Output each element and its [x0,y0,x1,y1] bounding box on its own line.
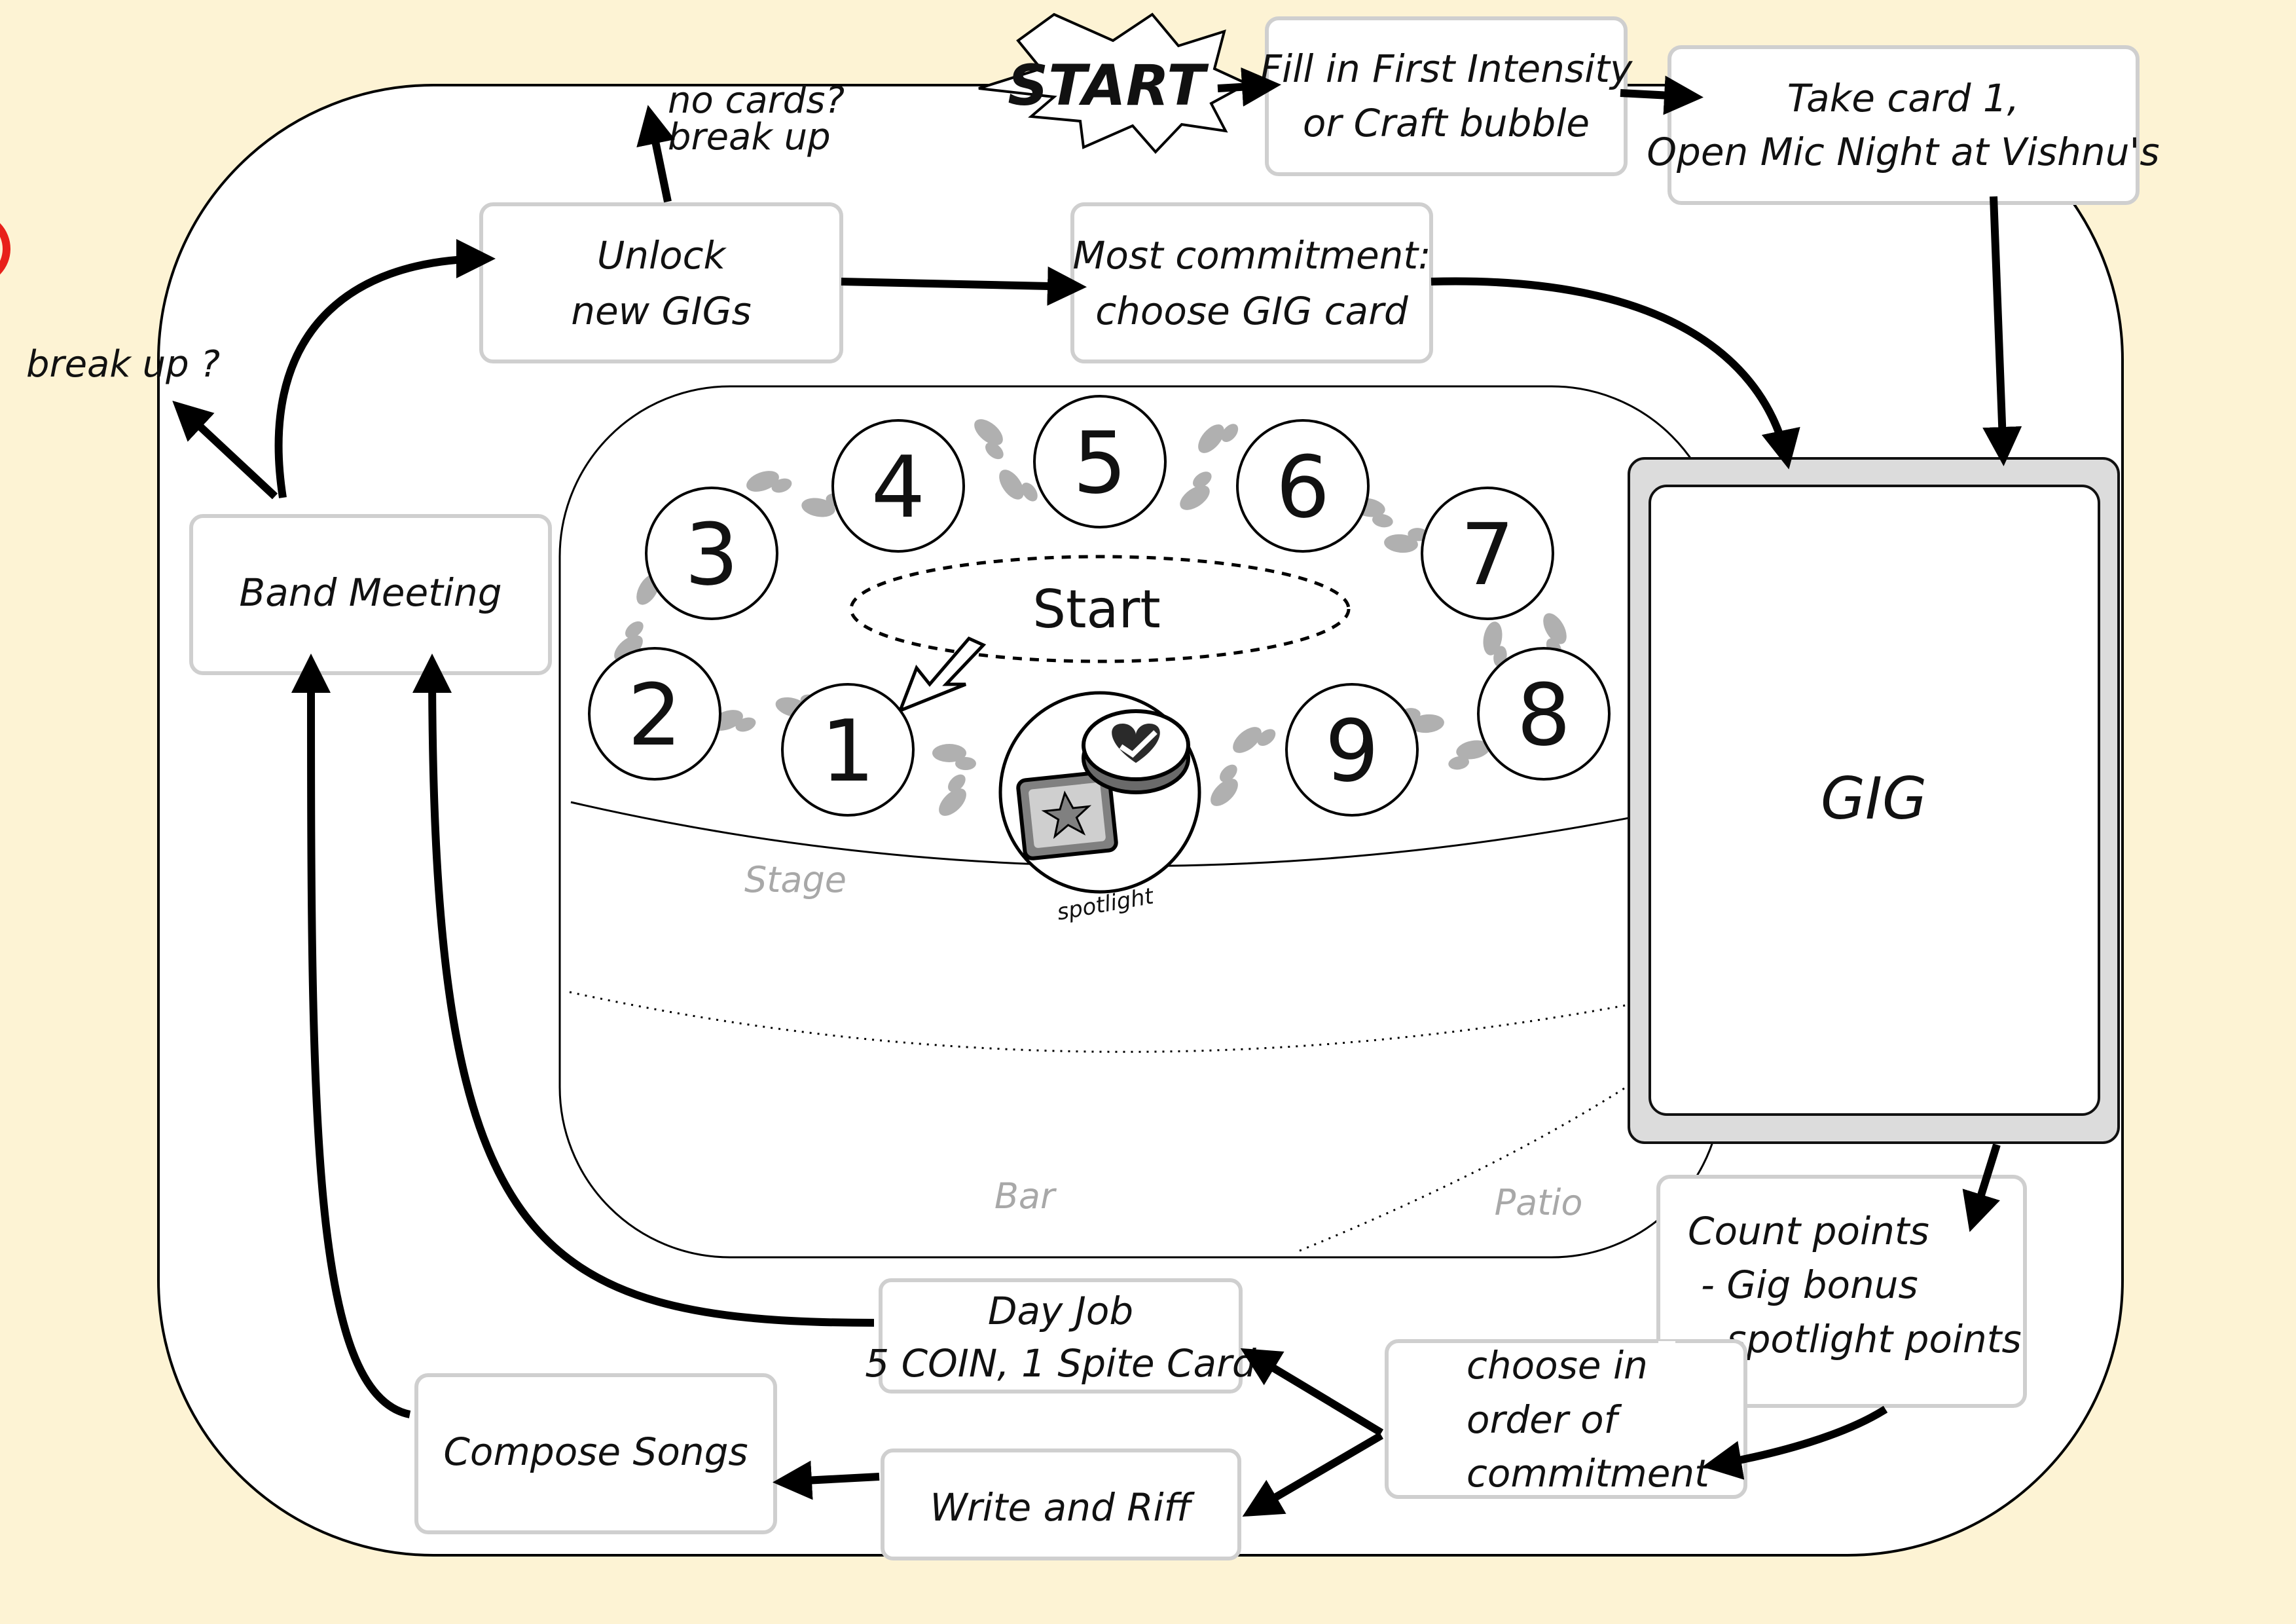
svg-text:Unlock: Unlock [597,233,727,278]
svg-text:Count points: Count points [1688,1209,1929,1253]
svg-text:Fill in First Intensity: Fill in First Intensity [1260,46,1633,91]
star-card-icon [1016,770,1118,860]
svg-text:Take card 1,: Take card 1, [1787,76,2019,120]
svg-text:7: 7 [1461,505,1515,604]
fill-in-box: Fill in First Intensity or Craft bubble [1260,16,1633,176]
space-7: 7 [1421,487,1554,620]
bar-label: Bar [994,1175,1057,1217]
band-meeting-box: Band Meeting [189,514,552,675]
start-oval [849,555,1351,663]
compose-songs-box: Compose Songs [414,1373,777,1534]
start-burst: START [978,12,1250,154]
svg-text:- Gig bonus: - Gig bonus [1701,1263,1918,1307]
stage-label: Stage [744,859,847,900]
most-commitment-box: Most commitment: choose GIG card [1070,202,1433,363]
svg-text:or Craft bubble: or Craft bubble [1303,101,1590,145]
svg-text:Most commitment:: Most commitment: [1072,233,1430,278]
svg-text:5: 5 [1073,413,1127,513]
svg-text:2: 2 [628,665,682,765]
svg-text:Open Mic Night at Vishnu's: Open Mic Night at Vishnu's [1647,130,2159,174]
svg-text:commitment: commitment [1467,1451,1711,1496]
svg-text:no cards?: no cards? [668,79,845,122]
bar-edge [569,987,1709,1053]
svg-text:break up: break up [668,116,831,158]
space-9: 9 [1285,683,1419,817]
svg-text:Write and Riff: Write and Riff [930,1485,1195,1530]
choose-order-box: choose in order of commitment [1385,1339,1747,1499]
patio-label: Patio [1495,1182,1583,1223]
space-3: 3 [645,487,778,620]
svg-text:choose GIG card: choose GIG card [1095,289,1409,333]
svg-text:5 COIN, 1 Spite Card: 5 COIN, 1 Spite Card [865,1341,1257,1386]
svg-text:- spotlight points: - spotlight points [1701,1317,2022,1361]
svg-text:6: 6 [1276,437,1330,537]
svg-text:9: 9 [1325,701,1379,801]
no-cards-label: no cards? break up [668,79,845,158]
start-burst-label: START [1008,53,1209,119]
svg-text:3: 3 [685,505,739,604]
svg-text:8: 8 [1517,665,1571,765]
break-up-label: break up ? [26,343,220,386]
unlock-box: Unlock new GIGs [479,202,843,363]
day-job-box: Day Job 5 COIN, 1 Spite Card [865,1278,1257,1393]
svg-text:new GIGs: new GIGs [571,289,752,333]
gig-card: GIG [1628,457,2120,1144]
space-5: 5 [1033,395,1167,528]
heart-token-icon [1082,709,1190,794]
svg-text:1: 1 [821,701,875,801]
count-points-box: Count points - Gig bonus - spotlight poi… [1656,1175,2027,1408]
svg-text:order of: order of [1467,1397,1622,1442]
space-1: 1 [781,683,915,817]
space-8: 8 [1477,647,1611,781]
hollow-arrow [897,636,987,714]
space-6: 6 [1236,419,1370,553]
start-oval-label: Start [1032,579,1160,640]
red-marker [0,223,10,275]
svg-text:Compose Songs: Compose Songs [443,1430,748,1474]
write-riff-box: Write and Riff [881,1449,1241,1560]
take-card-box: Take card 1, Open Mic Night at Vishnu's [1647,45,2160,205]
space-4: 4 [831,419,965,553]
svg-text:choose in: choose in [1467,1343,1648,1388]
space-2: 2 [588,647,721,781]
svg-text:Band Meeting: Band Meeting [239,570,501,615]
svg-text:Day Job: Day Job [988,1289,1133,1333]
gig-label: GIG [1821,765,1927,832]
svg-text:4: 4 [871,437,926,537]
flow-arrows [172,67,2022,1517]
